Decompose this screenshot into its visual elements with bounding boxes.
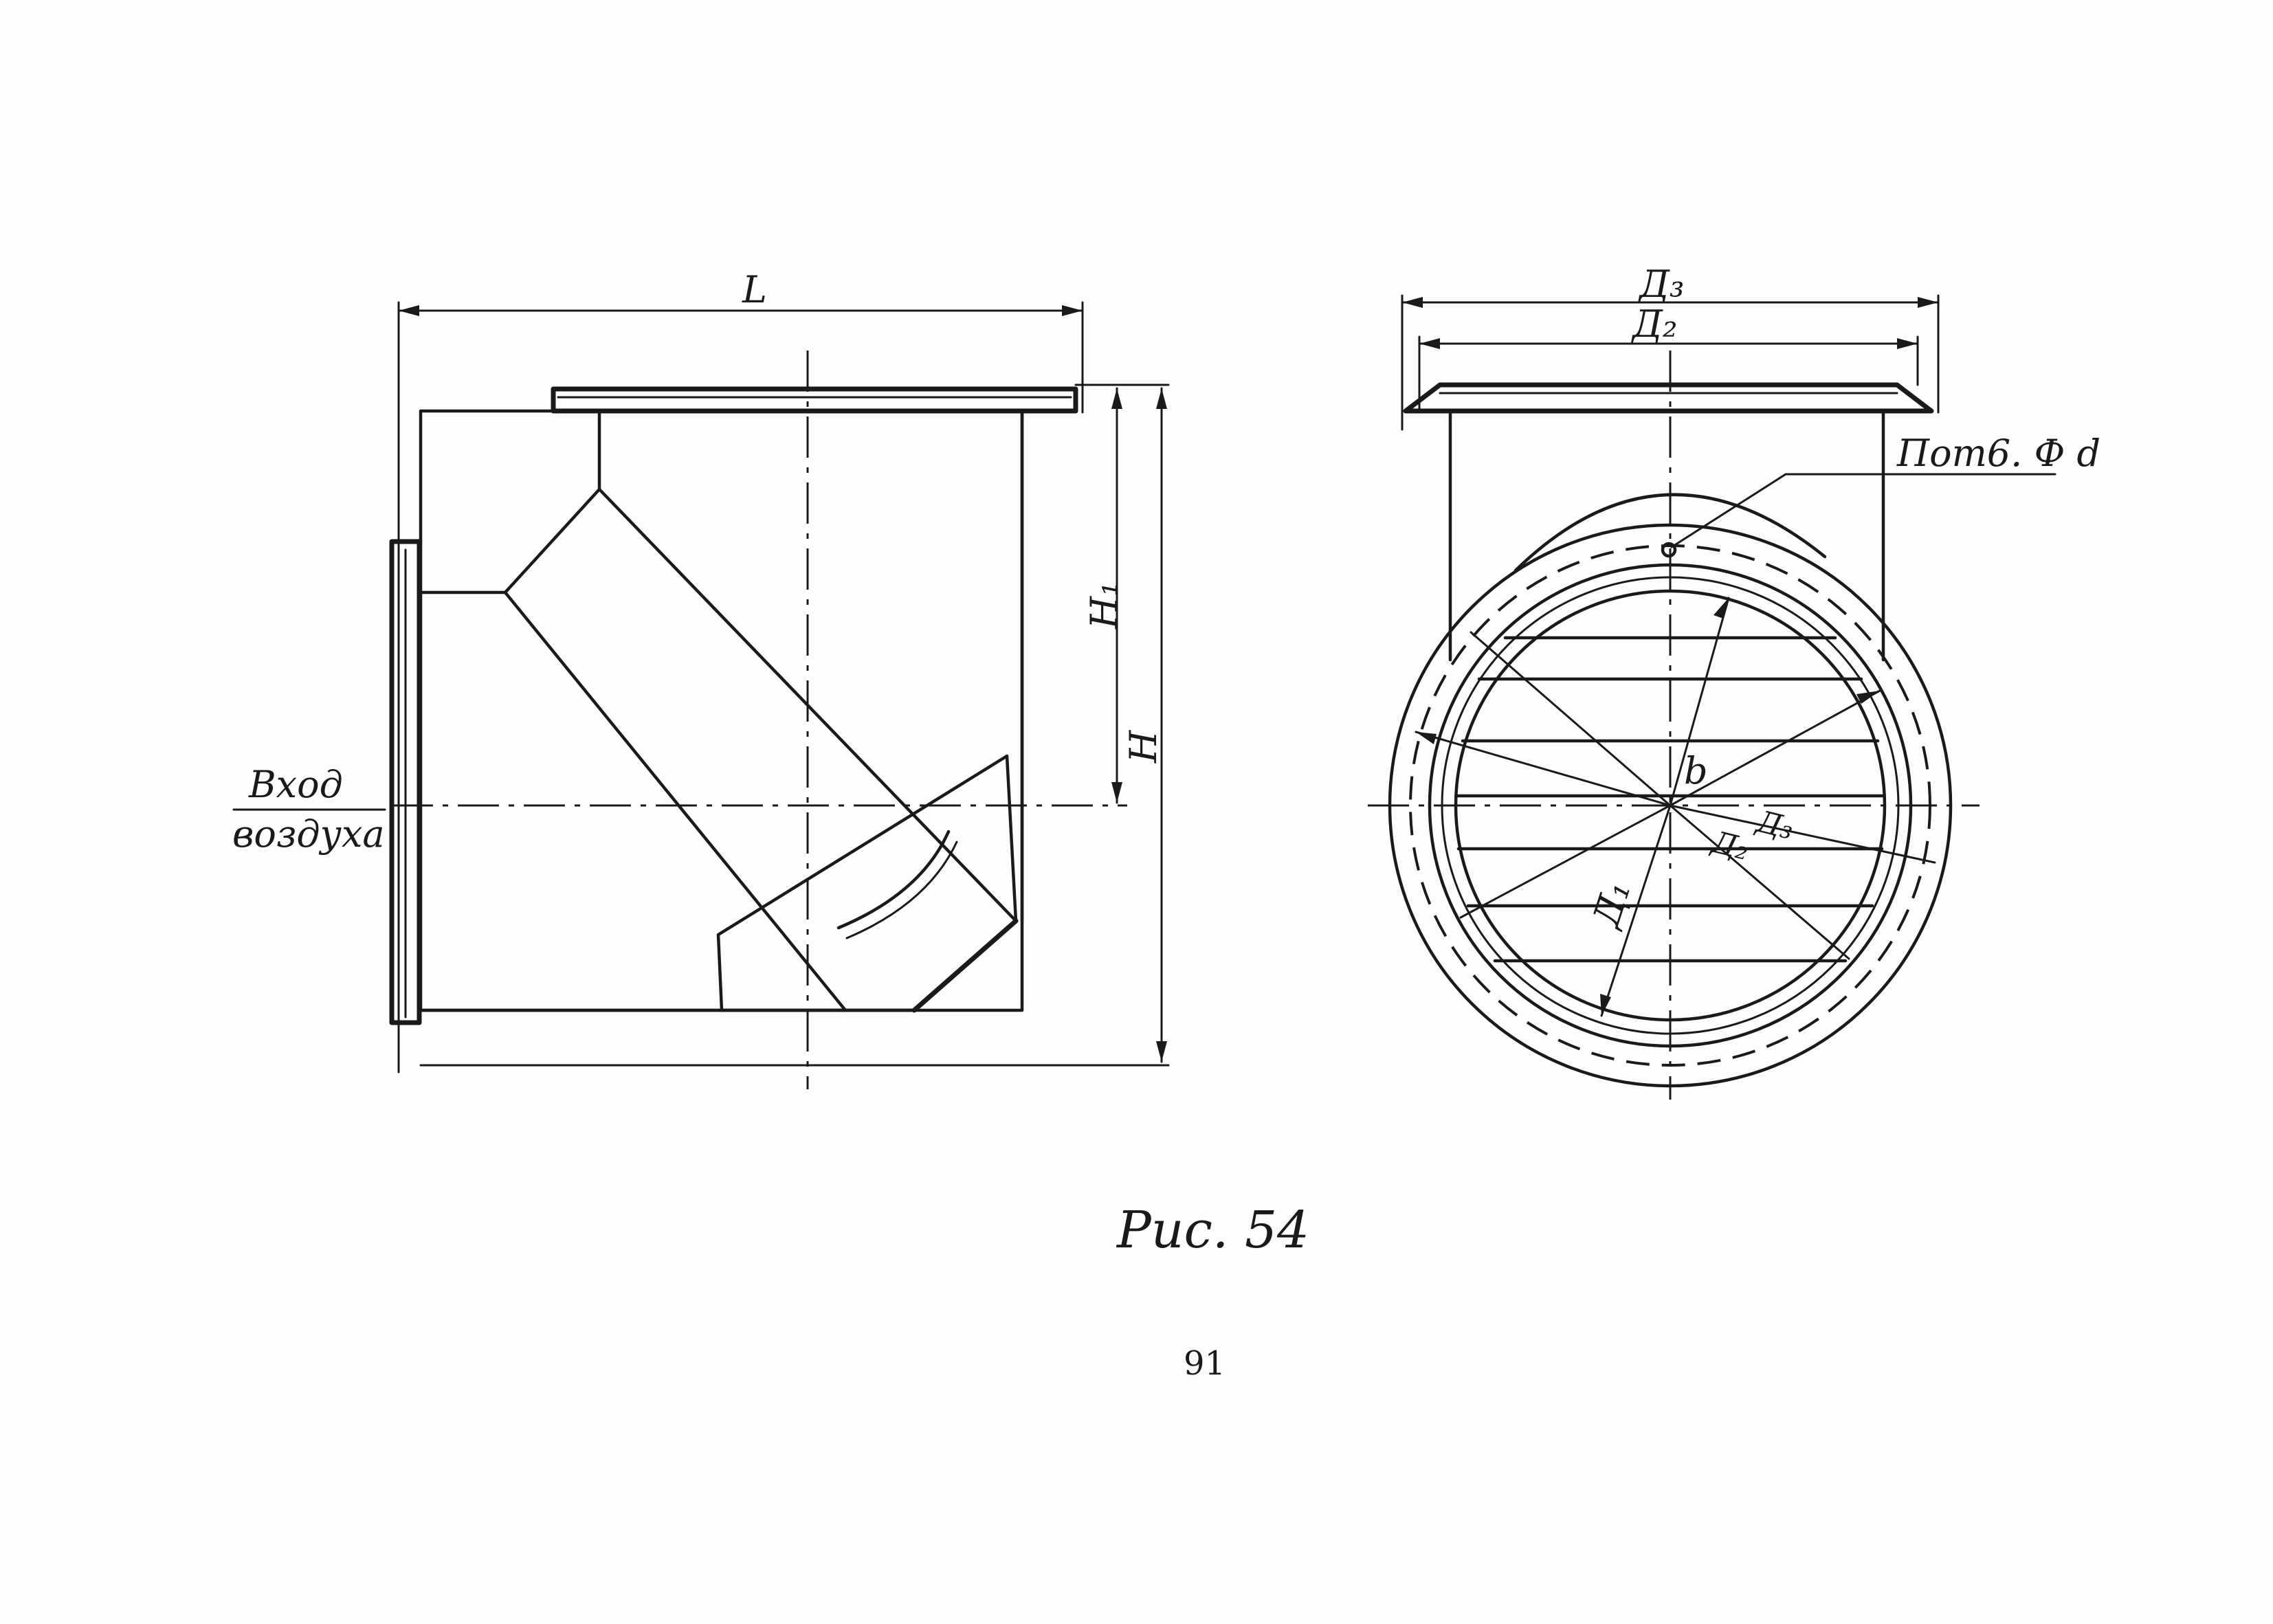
air-inlet-label-top: Вход xyxy=(248,763,343,806)
flap-curve-inner xyxy=(845,841,958,939)
dim-h-label: H xyxy=(1122,730,1165,764)
side-view-body xyxy=(419,409,1024,1012)
radial-arrow xyxy=(1600,994,1611,1016)
radial-arrow xyxy=(1856,691,1880,704)
dim-l-label: L xyxy=(742,268,767,311)
dim-h-arrow-top xyxy=(1156,388,1167,409)
front-view: Пот6. Ф d Д₃ Д₂ b Д₃ Д₂ Д₁ xyxy=(1368,263,2100,1100)
radial-line xyxy=(1470,631,1672,807)
radial-line xyxy=(1415,731,1672,807)
dim-d2-label: Д₂ xyxy=(1631,302,1678,346)
dim-d3-arrow-right xyxy=(1918,297,1938,308)
dim-h1-arrow-top xyxy=(1111,388,1122,409)
dim-h1-label: H₁ xyxy=(1083,581,1126,630)
radius-d3-label: Д₃ xyxy=(1752,803,1797,847)
flap-curve xyxy=(836,830,951,930)
radius-d2-label: Д₂ xyxy=(1707,824,1753,867)
hole-label: Пот6. Ф d xyxy=(1896,432,2100,475)
radial-line xyxy=(1669,689,1881,807)
mounting-hole xyxy=(1661,542,1677,558)
radial-arrow xyxy=(1714,598,1729,619)
page-number: 91 xyxy=(1184,1344,1226,1383)
left-flange xyxy=(389,539,422,1025)
radial-line xyxy=(1459,804,1672,919)
flap-plate xyxy=(716,754,1018,1012)
radial-line xyxy=(1669,804,1936,864)
dim-d3-label: Д₃ xyxy=(1638,263,1685,306)
dim-l-arrow-right xyxy=(1062,305,1083,316)
dim-l-arrow-left xyxy=(399,305,419,316)
radial-line xyxy=(1669,597,1730,807)
hole-leader xyxy=(1670,473,2056,548)
dim-d2-arrow-left xyxy=(1419,338,1440,349)
radius-b-label: b xyxy=(1684,749,1708,792)
dim-d2-arrow-right xyxy=(1897,338,1918,349)
diagonal-tube-left-edge xyxy=(503,590,847,1012)
side-view: L H H₁ Вход воздуха xyxy=(232,268,1170,1089)
diagonal-tube-top xyxy=(503,487,601,594)
rear-ring-arc xyxy=(1514,493,1827,572)
radial-line xyxy=(1600,804,1672,1017)
figure-caption: Рис. 54 xyxy=(1116,1201,1309,1260)
front-top-flange xyxy=(1403,382,1934,414)
radial-arrow xyxy=(1416,732,1437,744)
radial-line xyxy=(1669,804,1850,960)
dim-h1-arrow-bottom xyxy=(1111,782,1122,803)
dim-h-arrow-bottom xyxy=(1156,1041,1167,1062)
dim-d3-arrow-left xyxy=(1402,297,1423,308)
top-flange xyxy=(551,386,1078,414)
air-inlet-label-bottom: воздуха xyxy=(232,812,385,856)
